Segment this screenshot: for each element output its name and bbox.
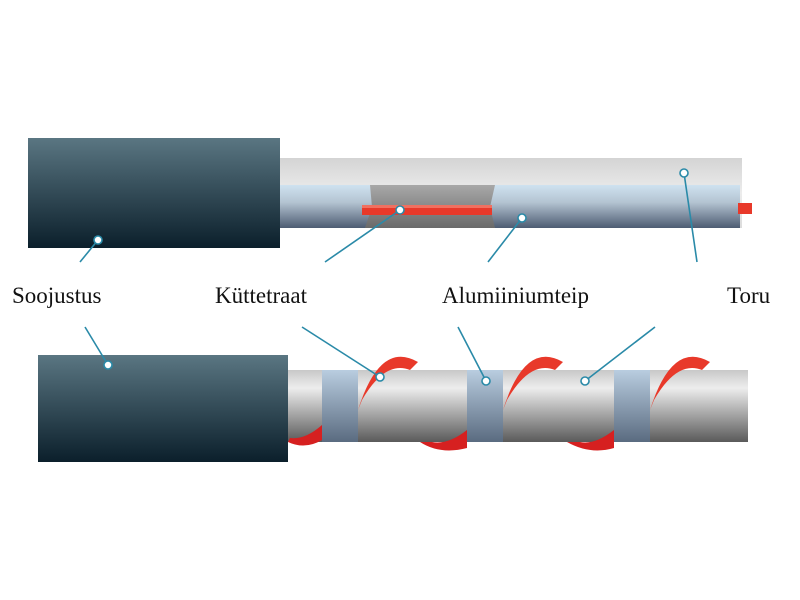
marker-dot	[580, 376, 590, 386]
spiral-wire-back-1	[420, 430, 467, 451]
marker-dot	[103, 360, 113, 370]
heating-wire-end	[738, 203, 752, 214]
leader-insulation-bottom	[84, 326, 109, 366]
label-pipe: Toru	[727, 283, 771, 308]
heating-wire-highlight	[362, 205, 492, 208]
aluminium-band-1	[322, 370, 358, 442]
marker-dot	[93, 235, 103, 245]
leader-tape-top	[487, 217, 523, 263]
leader-tape-bottom	[457, 326, 487, 382]
aluminium-band-3	[614, 370, 650, 442]
leader-wire-top	[324, 209, 401, 263]
aluminium-tape-lower	[280, 185, 740, 228]
insulation-block-top	[28, 138, 280, 248]
heating-wire-exposed	[362, 205, 492, 215]
marker-dot	[481, 376, 491, 386]
spiral-wire-1	[358, 356, 418, 410]
leader-wire-bottom	[301, 326, 381, 378]
spiral-wire-2	[503, 356, 563, 410]
leader-pipe-top	[683, 172, 698, 263]
leader-pipe-bottom	[584, 326, 656, 382]
label-heating-wire: Küttetraat	[215, 283, 307, 308]
label-aluminium-tape: Alumiiniumteip	[442, 283, 589, 308]
spiral-wire-back-2	[567, 430, 614, 451]
marker-dot	[375, 372, 385, 382]
leader-lines	[79, 168, 698, 386]
label-insulation: Soojustus	[12, 283, 102, 308]
marker-dot	[395, 205, 405, 215]
spiral-cable-illustration	[38, 355, 748, 462]
straight-cable-illustration	[28, 138, 752, 248]
marker-dot	[679, 168, 689, 178]
marker-dot	[517, 213, 527, 223]
spiral-wire-back-0	[288, 425, 322, 446]
spiral-wire-3	[650, 356, 710, 410]
insulation-block-bottom	[38, 355, 288, 462]
